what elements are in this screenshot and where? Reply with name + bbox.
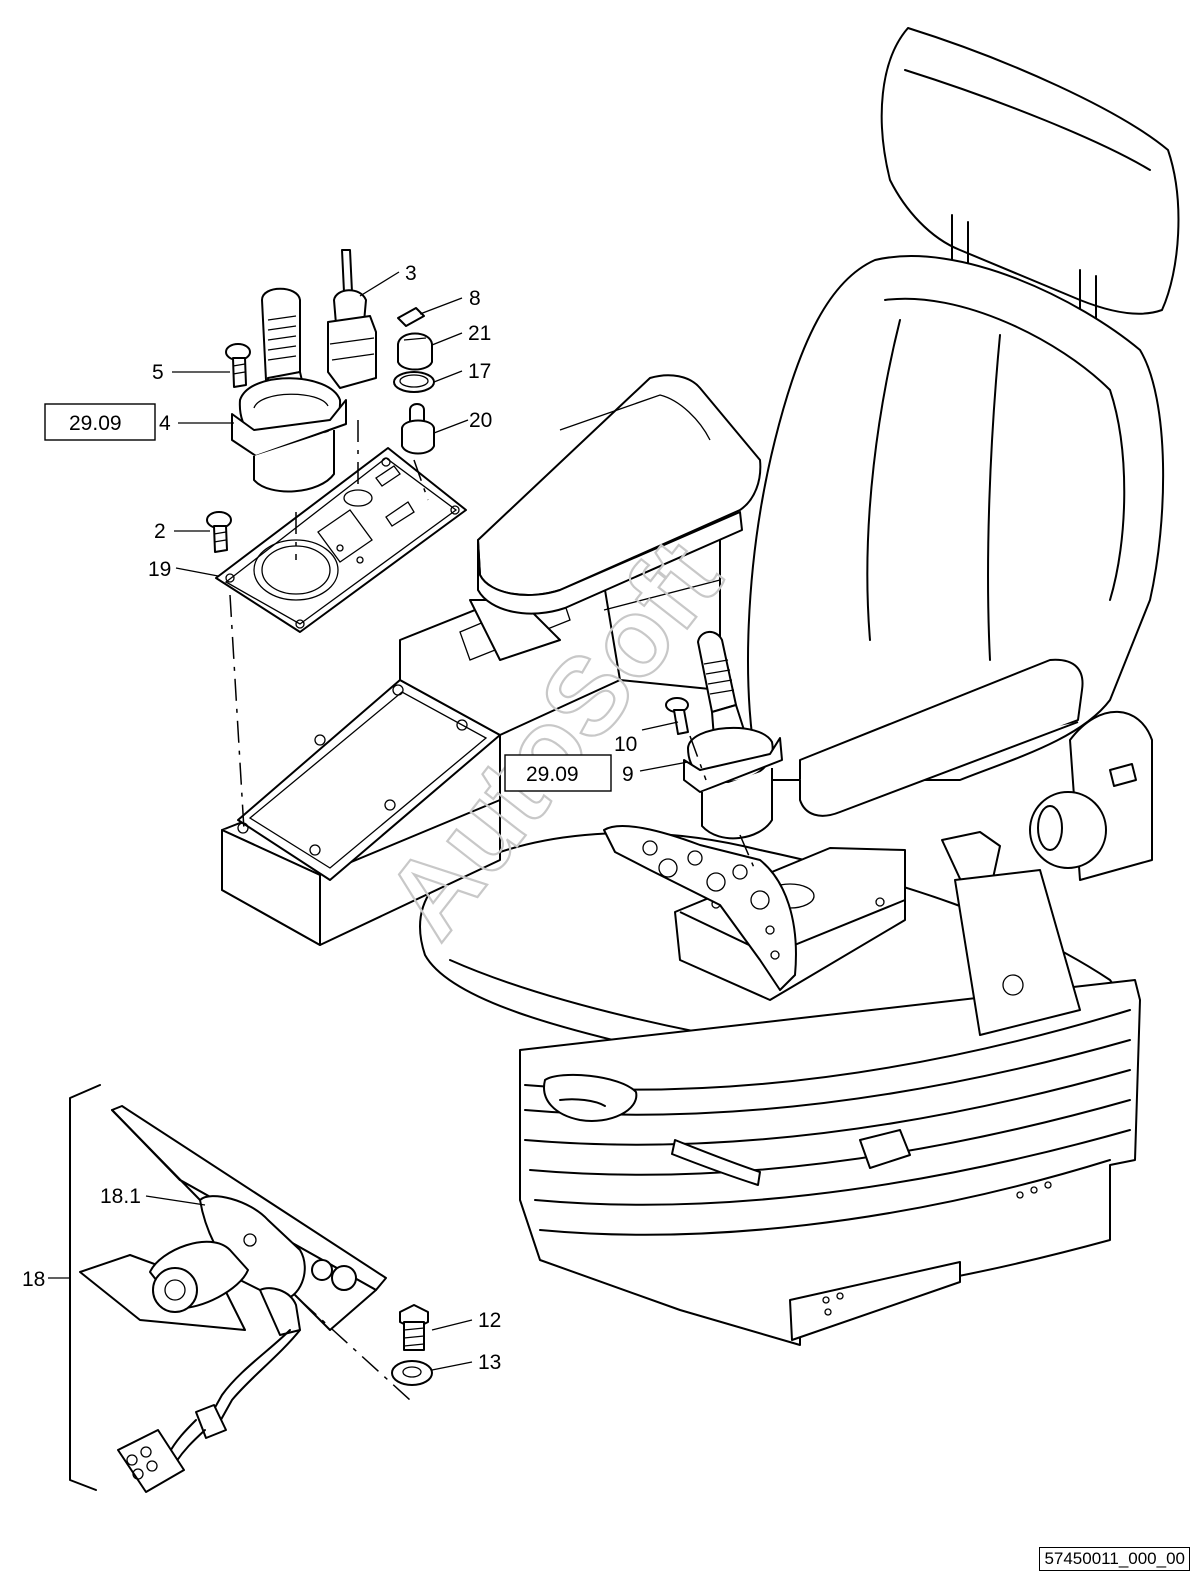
- callout-8: 8: [469, 287, 481, 310]
- callout-20: 20: [469, 409, 492, 432]
- callout-18-1: 18.1: [100, 1185, 141, 1208]
- callout-17: 17: [468, 360, 491, 383]
- ref-box-left: [44, 403, 156, 441]
- callout-21: 21: [468, 322, 491, 345]
- callout-12: 12: [478, 1309, 501, 1332]
- callout-19: 19: [148, 558, 171, 581]
- left-joystick-assembly: [206, 249, 467, 831]
- callout-2: 2: [154, 520, 166, 543]
- callout-9: 9: [622, 763, 634, 786]
- callout-4: 4: [159, 412, 171, 435]
- callout-3: 3: [405, 262, 417, 285]
- left-armrest: [477, 374, 762, 615]
- foot-pedal-assembly: [69, 1084, 433, 1493]
- callout-13: 13: [478, 1351, 501, 1374]
- figure-id-label: 57450011_000_00: [1039, 1547, 1190, 1571]
- callout-18: 18: [22, 1268, 45, 1291]
- callout-10: 10: [614, 733, 637, 756]
- right-console: [603, 824, 906, 1001]
- right-armrest: [799, 658, 1084, 817]
- left-console: [221, 519, 721, 946]
- ref-left-joystick: 29.09: [69, 412, 122, 435]
- operator-seat: [419, 27, 1180, 1346]
- callout-5: 5: [152, 361, 164, 384]
- callout-leaders: [48, 271, 689, 1371]
- ref-right-joystick: 29.09: [526, 763, 579, 786]
- ref-box-right: [504, 754, 612, 792]
- right-joystick: [665, 631, 783, 871]
